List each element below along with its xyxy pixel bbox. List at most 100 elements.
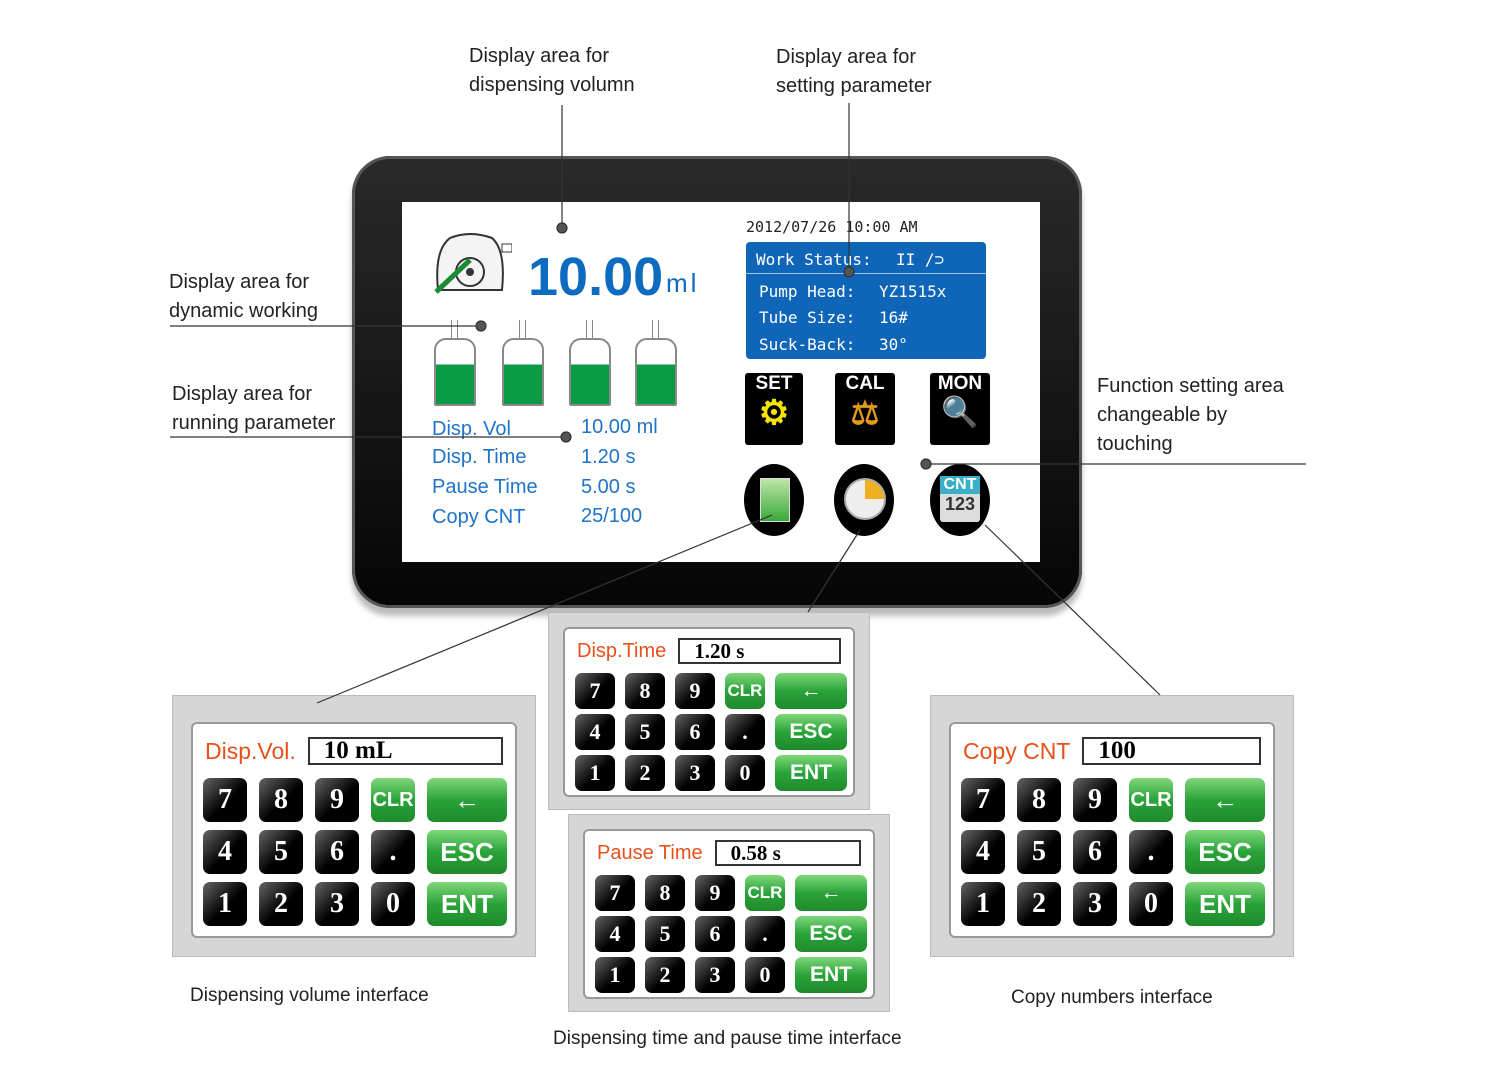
key-7[interactable]: 7	[961, 778, 1005, 822]
key-8[interactable]: 8	[1017, 778, 1061, 822]
status-value: 30°	[879, 335, 908, 354]
caption-line: setting parameter	[776, 75, 932, 97]
cal-label: CAL	[845, 373, 885, 394]
key-ent[interactable]: ENT	[775, 755, 847, 791]
key-1[interactable]: 1	[595, 957, 635, 993]
key-1[interactable]: 1	[203, 882, 247, 926]
mon-label: MON	[937, 373, 983, 394]
key-9[interactable]: 9	[675, 673, 715, 709]
key-0[interactable]: 0	[725, 755, 765, 791]
key-2[interactable]: 2	[259, 882, 303, 926]
key-4[interactable]: 4	[575, 714, 615, 750]
key-6[interactable]: 6	[1073, 830, 1117, 874]
key-4[interactable]: 4	[203, 830, 247, 874]
key-8[interactable]: 8	[645, 875, 685, 911]
key-backspace[interactable]: ←	[775, 673, 847, 709]
param-label: Disp. Vol	[432, 418, 511, 440]
key-4[interactable]: 4	[595, 916, 635, 952]
key-clr[interactable]: CLR	[371, 778, 415, 822]
key-6[interactable]: 6	[695, 916, 735, 952]
key-esc[interactable]: ESC	[775, 714, 847, 750]
key-esc[interactable]: ESC	[795, 916, 867, 952]
key-2[interactable]: 2	[625, 755, 665, 791]
magnifier-icon: 🔍	[941, 396, 979, 429]
keypad-title-row: Disp.Vol. 10 mL	[205, 736, 503, 766]
keypad-input[interactable]: 1.20 s	[678, 638, 841, 664]
param-value: 25/100	[581, 505, 643, 527]
key-dot[interactable]: .	[1129, 830, 1173, 874]
key-5[interactable]: 5	[259, 830, 303, 874]
key-dot[interactable]: .	[725, 714, 765, 750]
keypad-title-row: Disp.Time 1.20 s	[577, 637, 841, 665]
key-4[interactable]: 4	[961, 830, 1005, 874]
leader-dot	[560, 431, 572, 443]
cal-button[interactable]: CAL⚖	[835, 373, 895, 445]
key-1[interactable]: 1	[961, 882, 1005, 926]
key-ent[interactable]: ENT	[795, 957, 867, 993]
key-esc[interactable]: ESC	[427, 830, 507, 874]
key-5[interactable]: 5	[645, 916, 685, 952]
key-6[interactable]: 6	[315, 830, 359, 874]
key-backspace[interactable]: ←	[795, 875, 867, 911]
leader-line	[984, 524, 1161, 696]
status-value: YZ1515x	[879, 282, 947, 301]
key-clr[interactable]: CLR	[1129, 778, 1173, 822]
cnt-number: 123	[944, 494, 976, 514]
disp-time-button[interactable]	[834, 464, 894, 536]
key-0[interactable]: 0	[745, 957, 785, 993]
param-label: Disp. Time	[432, 446, 527, 468]
disp-volume-button[interactable]	[744, 464, 804, 536]
key-8[interactable]: 8	[625, 673, 665, 709]
key-2[interactable]: 2	[645, 957, 685, 993]
key-3[interactable]: 3	[695, 957, 735, 993]
key-7[interactable]: 7	[575, 673, 615, 709]
key-3[interactable]: 3	[675, 755, 715, 791]
key-esc[interactable]: ESC	[1185, 830, 1265, 874]
key-dot[interactable]: .	[745, 916, 785, 952]
key-2[interactable]: 2	[1017, 882, 1061, 926]
caption-running-parameter: Display area for running parameter	[172, 380, 335, 438]
datetime: 2012/07/26 10:00 AM	[746, 218, 918, 236]
key-clr[interactable]: CLR	[745, 875, 785, 911]
key-5[interactable]: 5	[625, 714, 665, 750]
scale-icon: ⚖	[850, 395, 880, 431]
key-8[interactable]: 8	[259, 778, 303, 822]
key-backspace[interactable]: ←	[427, 778, 507, 822]
param-value: 5.00 s	[581, 476, 636, 498]
caption-line: Display area for	[172, 383, 313, 405]
key-9[interactable]: 9	[695, 875, 735, 911]
keypad-title: Disp.Time	[577, 639, 667, 662]
key-1[interactable]: 1	[575, 755, 615, 791]
leader-dot	[475, 320, 487, 332]
key-ent[interactable]: ENT	[427, 882, 507, 926]
key-dot[interactable]: .	[371, 830, 415, 874]
set-button[interactable]: SET⚙	[745, 373, 803, 445]
key-backspace[interactable]: ←	[1185, 778, 1265, 822]
keypad-input[interactable]: 100	[1082, 737, 1261, 765]
key-5[interactable]: 5	[1017, 830, 1061, 874]
key-7[interactable]: 7	[595, 875, 635, 911]
keypad-input[interactable]: 0.58 s	[714, 840, 861, 866]
key-ent[interactable]: ENT	[1185, 882, 1265, 926]
caption-line: running parameter	[172, 412, 336, 434]
key-9[interactable]: 9	[315, 778, 359, 822]
key-3[interactable]: 3	[1073, 882, 1117, 926]
keypad-title: Disp.Vol.	[205, 737, 296, 764]
key-7[interactable]: 7	[203, 778, 247, 822]
status-value: 16#	[879, 308, 908, 327]
key-0[interactable]: 0	[371, 882, 415, 926]
mon-button[interactable]: MON🔍	[930, 373, 990, 445]
divider	[746, 273, 986, 274]
keypad-input[interactable]: 10 mL	[307, 737, 503, 765]
key-0[interactable]: 0	[1129, 882, 1173, 926]
key-3[interactable]: 3	[315, 882, 359, 926]
key-clr[interactable]: CLR	[725, 673, 765, 709]
key-9[interactable]: 9	[1073, 778, 1117, 822]
key-6[interactable]: 6	[675, 714, 715, 750]
